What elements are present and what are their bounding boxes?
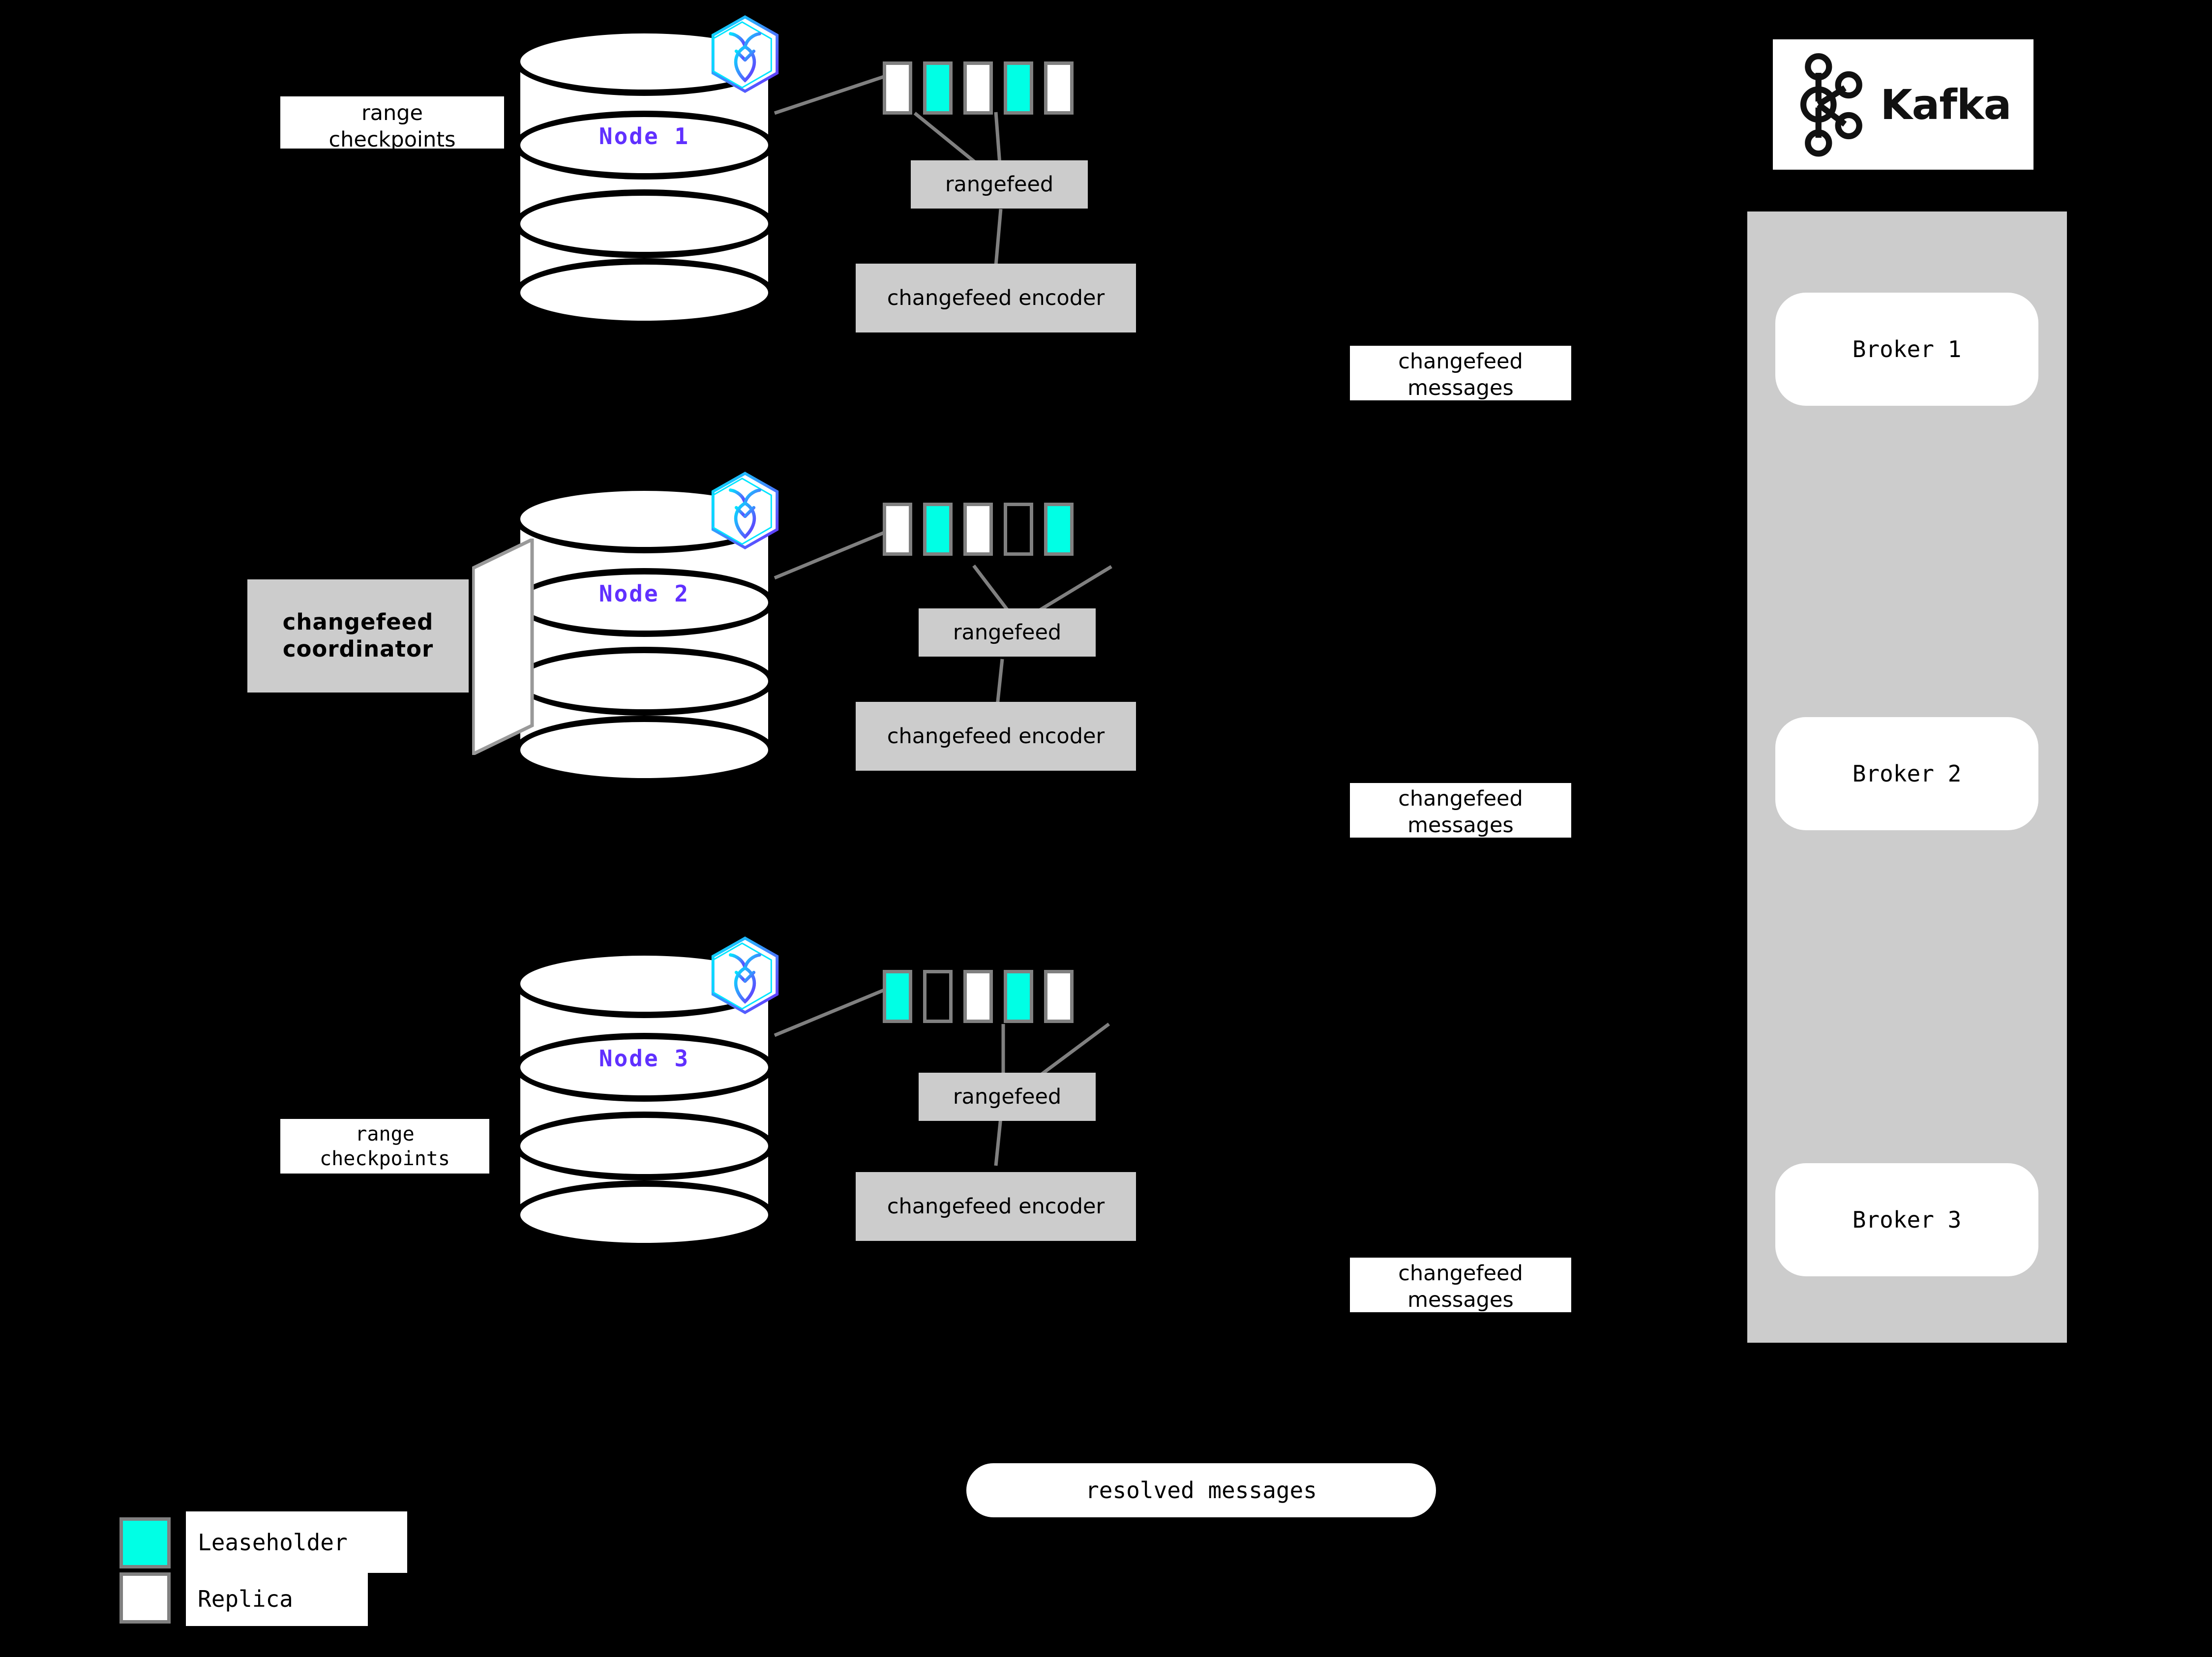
changefeed-messages-label-3: changefeed messages (1350, 1258, 1571, 1312)
encoder-label-line2: encoder (1018, 285, 1105, 310)
changefeed-coordinator-box[interactable]: changefeed coordinator (247, 579, 469, 693)
broker-label: Broker 2 (1852, 760, 1962, 787)
node-3-side-label-line2: checkpoints (320, 1147, 450, 1170)
range-box[interactable] (923, 61, 953, 115)
node-3-side-label: range checkpoints (280, 1119, 489, 1174)
changefeed-messages-line2: messages (1407, 813, 1514, 838)
legend-text: Leaseholder (198, 1529, 348, 1556)
range-box[interactable] (1044, 503, 1074, 556)
changefeed-messages-line1: changefeed (1398, 786, 1523, 811)
node-1-side-label: range checkpoints (280, 96, 504, 149)
node-label-2: Node 2 (598, 580, 690, 607)
node-cylinder-1 (514, 27, 775, 327)
range-box[interactable] (923, 503, 953, 556)
range-box[interactable] (923, 970, 953, 1023)
range-box[interactable] (1044, 61, 1074, 115)
node-cylinder-2 (514, 484, 775, 784)
broker-label: Broker 3 (1852, 1206, 1962, 1233)
encoder-label-line2: encoder (1018, 1194, 1105, 1219)
encoder-label-line1: changefeed (887, 723, 1012, 749)
kafka-wordmark: Kafka (1880, 80, 2012, 129)
rangefeed-box-node-1[interactable]: rangefeed (911, 160, 1088, 209)
range-box[interactable] (963, 61, 993, 115)
rangefeed-box-node-3[interactable]: rangefeed (919, 1073, 1096, 1121)
range-box[interactable] (1004, 61, 1033, 115)
range-box[interactable] (1044, 970, 1074, 1023)
node-label-3: Node 3 (598, 1045, 690, 1072)
changefeed-messages-line2: messages (1407, 1287, 1514, 1312)
resolved-messages-label: resolved messages (1085, 1477, 1317, 1504)
rangefeed-box-node-2[interactable]: rangefeed (919, 608, 1096, 657)
legend-swatch-leaseholder (120, 1517, 171, 1568)
range-box[interactable] (1004, 970, 1033, 1023)
rangefeed-label: rangefeed (945, 172, 1054, 197)
node-1-side-label-line2: checkpoints (329, 127, 456, 149)
changefeed-messages-line1: changefeed (1398, 349, 1523, 374)
changefeed-encoder-node-1[interactable]: changefeed encoder (856, 264, 1136, 332)
encoder-label-line1: changefeed (887, 285, 1012, 310)
coordinator-label-line2: coordinator (282, 636, 434, 662)
range-box[interactable] (883, 970, 912, 1023)
cockroachdb-hexagon-icon-2 (708, 471, 782, 550)
range-box[interactable] (963, 503, 993, 556)
range-row-node-3 (883, 970, 1074, 1023)
range-box[interactable] (1004, 503, 1033, 556)
kafka-node-graph-icon (1800, 53, 1862, 157)
range-box[interactable] (883, 503, 912, 556)
broker-box-3[interactable]: Broker 3 (1775, 1163, 2038, 1276)
changefeed-encoder-node-3[interactable]: changefeed encoder (856, 1172, 1136, 1241)
legend-label-leaseholder: Leaseholder (186, 1511, 407, 1573)
encoder-label-line2: encoder (1018, 723, 1105, 749)
range-box[interactable] (963, 970, 993, 1023)
legend-swatch-replica (120, 1572, 171, 1624)
range-row-node-1 (883, 61, 1074, 115)
broker-box-1[interactable]: Broker 1 (1775, 293, 2038, 406)
changefeed-encoder-node-2[interactable]: changefeed encoder (856, 702, 1136, 771)
coordinator-label-line1: changefeed (282, 609, 434, 635)
node-3-side-label-line1: range (355, 1123, 415, 1145)
cockroachdb-hexagon-icon-1 (708, 15, 782, 93)
range-row-node-2 (883, 503, 1074, 556)
range-box[interactable] (883, 61, 912, 115)
changefeed-messages-label-1: changefeed messages (1350, 346, 1571, 400)
cockroachdb-hexagon-icon-3 (708, 936, 782, 1015)
coordinator-pointer (472, 539, 534, 755)
changefeed-messages-line2: messages (1407, 375, 1514, 400)
changefeed-messages-label-2: changefeed messages (1350, 783, 1571, 838)
node-1-side-label-line1: range (361, 101, 423, 125)
rangefeed-label: rangefeed (953, 620, 1062, 645)
kafka-logo: Kafka (1773, 39, 2033, 170)
encoder-label-line1: changefeed (887, 1194, 1012, 1219)
legend-text: Replica (198, 1586, 293, 1612)
changefeed-messages-line1: changefeed (1398, 1261, 1523, 1286)
rangefeed-label: rangefeed (953, 1084, 1062, 1109)
resolved-messages-pill[interactable]: resolved messages (966, 1463, 1436, 1517)
broker-box-2[interactable]: Broker 2 (1775, 717, 2038, 830)
node-label-1: Node 1 (598, 123, 690, 150)
broker-label: Broker 1 (1852, 336, 1962, 362)
legend-label-replica: Replica (186, 1572, 368, 1626)
